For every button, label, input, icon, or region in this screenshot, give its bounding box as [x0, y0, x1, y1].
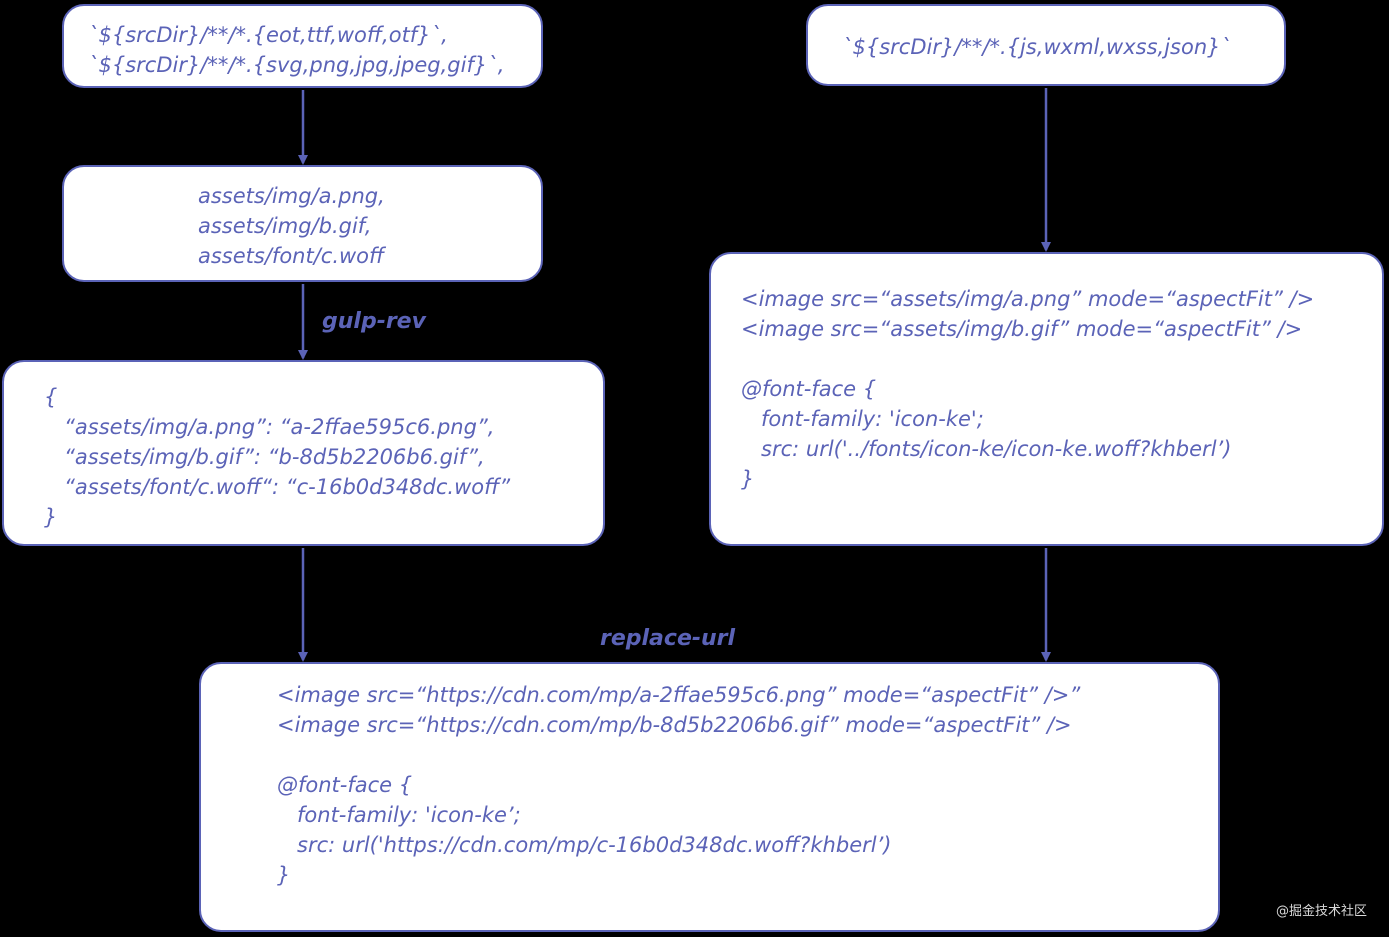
output-code-line: src: url('https://cdn.com/mp/c-16b0d348d…	[277, 833, 892, 857]
asset-file-line: assets/img/a.png,	[198, 184, 385, 208]
source-code-line: }	[741, 467, 755, 491]
asset-glob-line: `${srcDir}/**/*.{eot,ttf,woff,otf}`,	[88, 23, 448, 47]
asset-files-box: assets/img/a.png, assets/img/b.gif, asse…	[62, 165, 543, 282]
source-code-line: src: url('../fonts/icon-ke/icon-ke.woff?…	[741, 437, 1232, 461]
output-code-line: @font-face {	[277, 773, 413, 797]
manifest-line: “assets/font/c.woff“: “c-16b0d348dc.woff…	[44, 475, 511, 499]
manifest-line: “assets/img/b.gif”: “b-8d5b2206b6.gif”,	[44, 445, 485, 469]
output-code-line: }	[277, 863, 291, 887]
source-code-line: <image src=“assets/img/a.png” mode=“aspe…	[741, 287, 1315, 311]
manifest-line: “assets/img/a.png”: “a-2ffae595c6.png”,	[44, 415, 495, 439]
gulp-rev-label: gulp-rev	[322, 309, 426, 334]
output-code-line: <image src=“https://cdn.com/mp/b-8d5b220…	[277, 713, 1072, 737]
asset-glob-box: `${srcDir}/**/*.{eot,ttf,woff,otf}`, `${…	[62, 4, 543, 88]
output-code-line: font-family: 'icon-ke’;	[277, 803, 521, 827]
output-code-line: <image src=“https://cdn.com/mp/a-2ffae59…	[277, 683, 1081, 707]
output-code-box: <image src=“https://cdn.com/mp/a-2ffae59…	[199, 662, 1220, 932]
source-code-line: <image src=“assets/img/b.gif” mode=“aspe…	[741, 317, 1303, 341]
code-glob-box: `${srcDir}/**/*.{js,wxml,wxss,json}`	[806, 4, 1286, 86]
source-code-line	[741, 344, 1382, 374]
code-glob-line: `${srcDir}/**/*.{js,wxml,wxss,json}`	[842, 35, 1232, 59]
rev-manifest-box: { “assets/img/a.png”: “a-2ffae595c6.png”…	[2, 360, 605, 546]
manifest-line: {	[44, 385, 58, 409]
source-code-box: <image src=“assets/img/a.png” mode=“aspe…	[709, 252, 1384, 546]
source-code-line: font-family: 'icon-ke';	[741, 407, 984, 431]
manifest-line: }	[44, 505, 58, 529]
source-code-line: @font-face {	[741, 377, 877, 401]
asset-file-line: assets/img/b.gif,	[198, 214, 372, 238]
watermark: @掘金技术社区	[1275, 904, 1367, 919]
output-code-line	[277, 740, 1218, 770]
replace-url-label: replace-url	[600, 626, 736, 651]
asset-file-line: assets/font/c.woff	[198, 244, 385, 268]
asset-glob-line: `${srcDir}/**/*.{svg,png,jpg,jpeg,gif}`,	[88, 53, 505, 77]
